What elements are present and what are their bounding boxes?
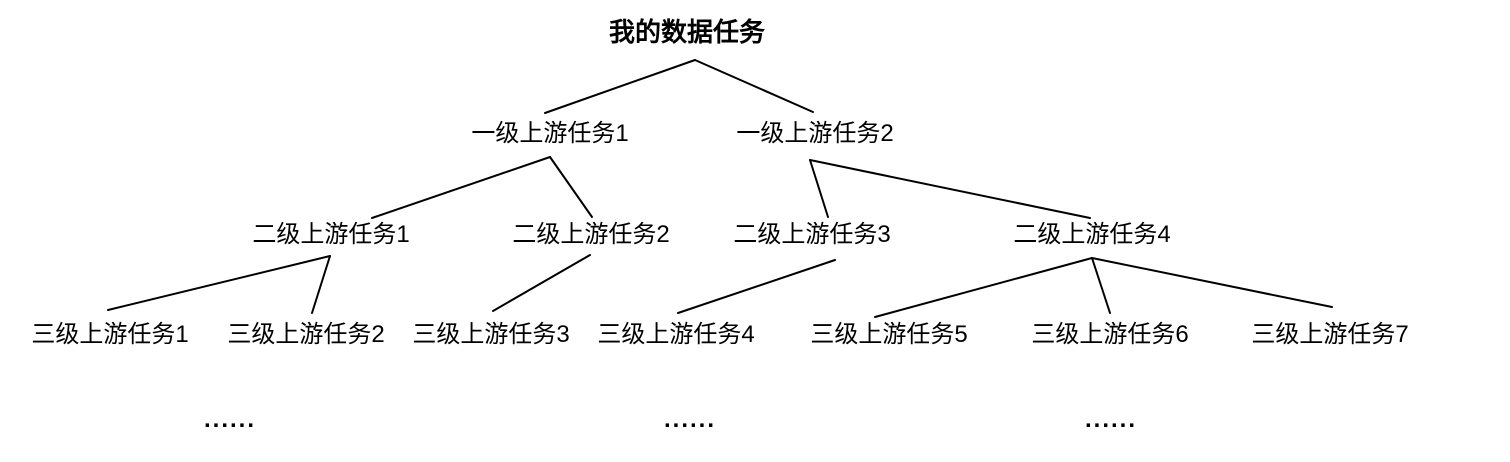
node-level3-task7: 三级上游任务7 <box>1251 321 1409 348</box>
node-level3-task3: 三级上游任务3 <box>412 321 570 348</box>
node-level2-task2: 二级上游任务2 <box>512 221 670 248</box>
edge-level2-task1-to-level3-task1 <box>107 255 331 311</box>
ellipsis-more-tasks-2: ...... <box>663 406 717 433</box>
edge-level1-task1-to-level2-task2 <box>549 156 593 218</box>
node-level2-task3: 二级上游任务3 <box>733 221 891 248</box>
edge-level2-task3-to-level3-task4 <box>677 259 836 314</box>
edge-level2-task4-to-level3-task5 <box>874 257 1093 318</box>
node-level1-task2: 一级上游任务2 <box>736 120 894 147</box>
edge-level1-task2-to-level2-task3 <box>809 159 829 218</box>
node-level3-task6: 三级上游任务6 <box>1031 321 1189 348</box>
node-level2-task1: 二级上游任务1 <box>252 221 410 248</box>
node-level3-task5: 三级上游任务5 <box>810 321 968 348</box>
edge-level1-task1-to-level2-task1 <box>371 156 551 219</box>
edge-level2-task2-to-level3-task3 <box>492 254 591 312</box>
edge-level2-task1-to-level3-task2 <box>311 255 331 314</box>
edge-level1-task2-to-level2-task4 <box>809 159 1091 219</box>
edge-level2-task4-to-level3-task6 <box>1091 257 1111 314</box>
edge-level2-task4-to-level3-task7 <box>1091 257 1333 308</box>
edge-root-to-level1-task2 <box>694 59 814 113</box>
node-level1-task1: 一级上游任务1 <box>471 120 629 147</box>
node-level3-task2: 三级上游任务2 <box>227 321 385 348</box>
ellipsis-more-tasks-3: ...... <box>1084 406 1138 433</box>
ellipsis-more-tasks-1: ...... <box>203 406 257 433</box>
node-level3-task1: 三级上游任务1 <box>31 321 189 348</box>
node-level3-task4: 三级上游任务4 <box>597 321 755 348</box>
node-level2-task4: 二级上游任务4 <box>1013 221 1171 248</box>
node-root-my-data-task: 我的数据任务 <box>608 17 766 47</box>
edge-root-to-level1-task1 <box>544 59 696 114</box>
